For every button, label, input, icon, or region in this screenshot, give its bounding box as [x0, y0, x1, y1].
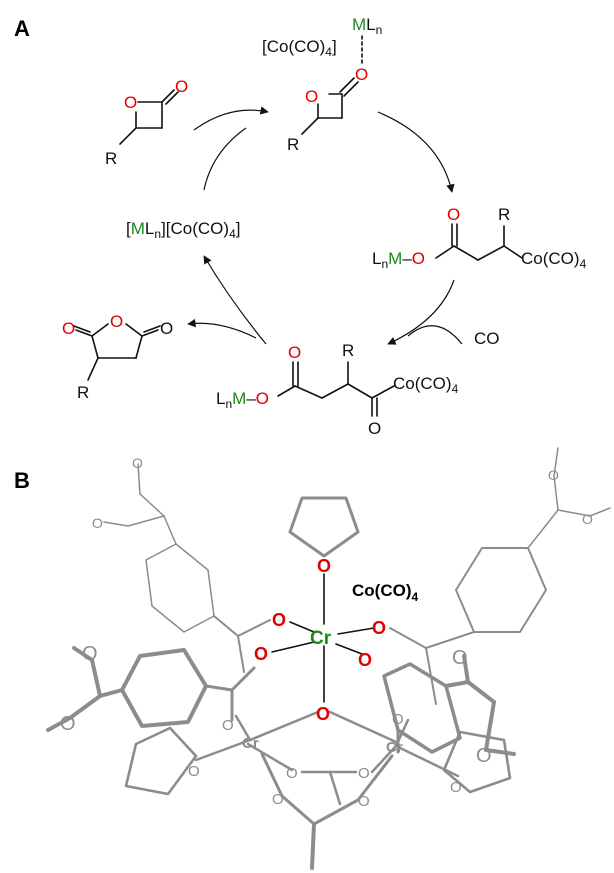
catalyst-label: [MLn][Co(CO)4] — [126, 219, 240, 241]
r-group-bottom: R — [342, 341, 354, 360]
cr-center-oxygens: O O O O O O — [254, 556, 386, 724]
ring-oxygen-top: O — [305, 87, 318, 106]
benzoate-left — [46, 646, 256, 732]
acetate-oxygen-1: O — [286, 765, 298, 782]
carboxyl-oxygen-1: O — [222, 717, 234, 734]
carbonyl-oxygen-anhydride-right: O — [160, 319, 173, 338]
thf-right — [442, 730, 512, 794]
coordinated-lactone: [Co(CO)4] MLn O O R — [262, 15, 382, 154]
inserted-acyl-intermediate: O R O Co(CO)4 LnM–O — [216, 341, 459, 438]
cr-framework-structure: O O O O O O O O O O O O O O O O O O O O … — [46, 447, 611, 870]
thf-oxygen-right: O — [450, 779, 462, 796]
acyl-cobalt-intermediate: O R Co(CO)4 LnM–O — [372, 205, 587, 271]
chromium-center: Cr — [310, 628, 332, 649]
carbonyl-oxygen-right: O — [447, 205, 460, 224]
ring-oxygen-left: O — [124, 93, 137, 112]
ring-oxygen-anhydride: O — [110, 312, 123, 331]
panel-label-b: B — [14, 468, 30, 493]
oxygen-thf-top: O — [317, 556, 331, 576]
acyl-oxygen-bottom: O — [368, 419, 381, 438]
ester-oxygen-2: O — [92, 515, 103, 531]
thf-top — [288, 496, 360, 558]
arrow-co-feed — [407, 325, 463, 345]
metal-oxygen-right: LnM–O — [372, 249, 425, 271]
acetate-oxygen-2: O — [358, 765, 370, 782]
ester-oxygen-6: O — [60, 713, 76, 735]
arrow-catalyst-to-lactone — [203, 127, 247, 191]
thf-left — [124, 726, 198, 796]
carbonyl-oxygen-top: O — [355, 65, 368, 84]
ester-oxygen-8: O — [476, 745, 492, 767]
cr-gray-bonds — [194, 710, 460, 778]
carbon-monoxide-label: CO — [474, 329, 500, 348]
benzoate-top-left — [103, 463, 271, 673]
ester-oxygen-7: O — [452, 647, 468, 669]
arrow-anhydride-release — [187, 318, 257, 339]
chromium-left: Cr — [242, 735, 259, 752]
arrow-ring-closing — [203, 255, 267, 345]
ester-oxygen-4: O — [548, 467, 559, 483]
r-group-left: R — [105, 149, 117, 168]
co-carbonyl-label: [Co(CO)4] — [262, 37, 337, 59]
acetate-oxygen-4: O — [358, 793, 370, 810]
succinic-anhydride: O O O R — [62, 312, 173, 402]
r-group-anhydride: R — [77, 383, 89, 402]
arrow-co-insertion — [387, 279, 455, 345]
r-group-top: R — [287, 135, 299, 154]
thf-oxygen-left: O — [188, 763, 200, 780]
benzoate-top-right — [389, 447, 611, 705]
ester-oxygen-5: O — [82, 643, 98, 665]
metal-ligand-label: MLn — [352, 15, 382, 37]
carbonyl-oxygen-left: O — [175, 77, 188, 96]
ester-oxygen-1: O — [132, 455, 143, 471]
carbonyl-oxygen-bottom: O — [288, 343, 301, 362]
oxygen-carboxylate-1: O — [272, 610, 286, 630]
carbonyl-oxygen-anhydride-left: O — [62, 319, 75, 338]
acetate-bridges — [246, 742, 398, 870]
carboxyl-oxygen-2: O — [392, 711, 404, 728]
cr-center-bonds — [271, 573, 375, 703]
cobalt-carbonyl-right: Co(CO)4 — [521, 249, 587, 271]
arrow-ring-opening — [377, 111, 455, 193]
catalytic-cycle-arrows — [187, 106, 463, 345]
beta-lactone: O O R — [105, 77, 188, 168]
oxygen-carboxylate-4: O — [358, 650, 372, 670]
ester-oxygen-3: O — [582, 511, 593, 527]
panel-label-a: A — [14, 16, 30, 41]
metal-oxygen-bottom: LnM–O — [216, 389, 269, 411]
chromium-right: Cr — [386, 739, 403, 756]
arrow-lactone-coordination — [193, 106, 269, 131]
cobalt-carbonyl-anion: Co(CO)4 — [352, 581, 418, 604]
r-group-right: R — [498, 205, 510, 224]
oxygen-carboxylate-3: O — [254, 644, 268, 664]
cobalt-carbonyl-bottom: Co(CO)4 — [393, 374, 459, 396]
oxygen-carboxylate-2: O — [372, 618, 386, 638]
oxygen-mu3: O — [316, 704, 330, 724]
framework-oxygens: O O O O O O O O O O O O O O O O — [60, 455, 593, 810]
benzoate-right — [382, 654, 516, 756]
acetate-oxygen-3: O — [272, 791, 284, 808]
